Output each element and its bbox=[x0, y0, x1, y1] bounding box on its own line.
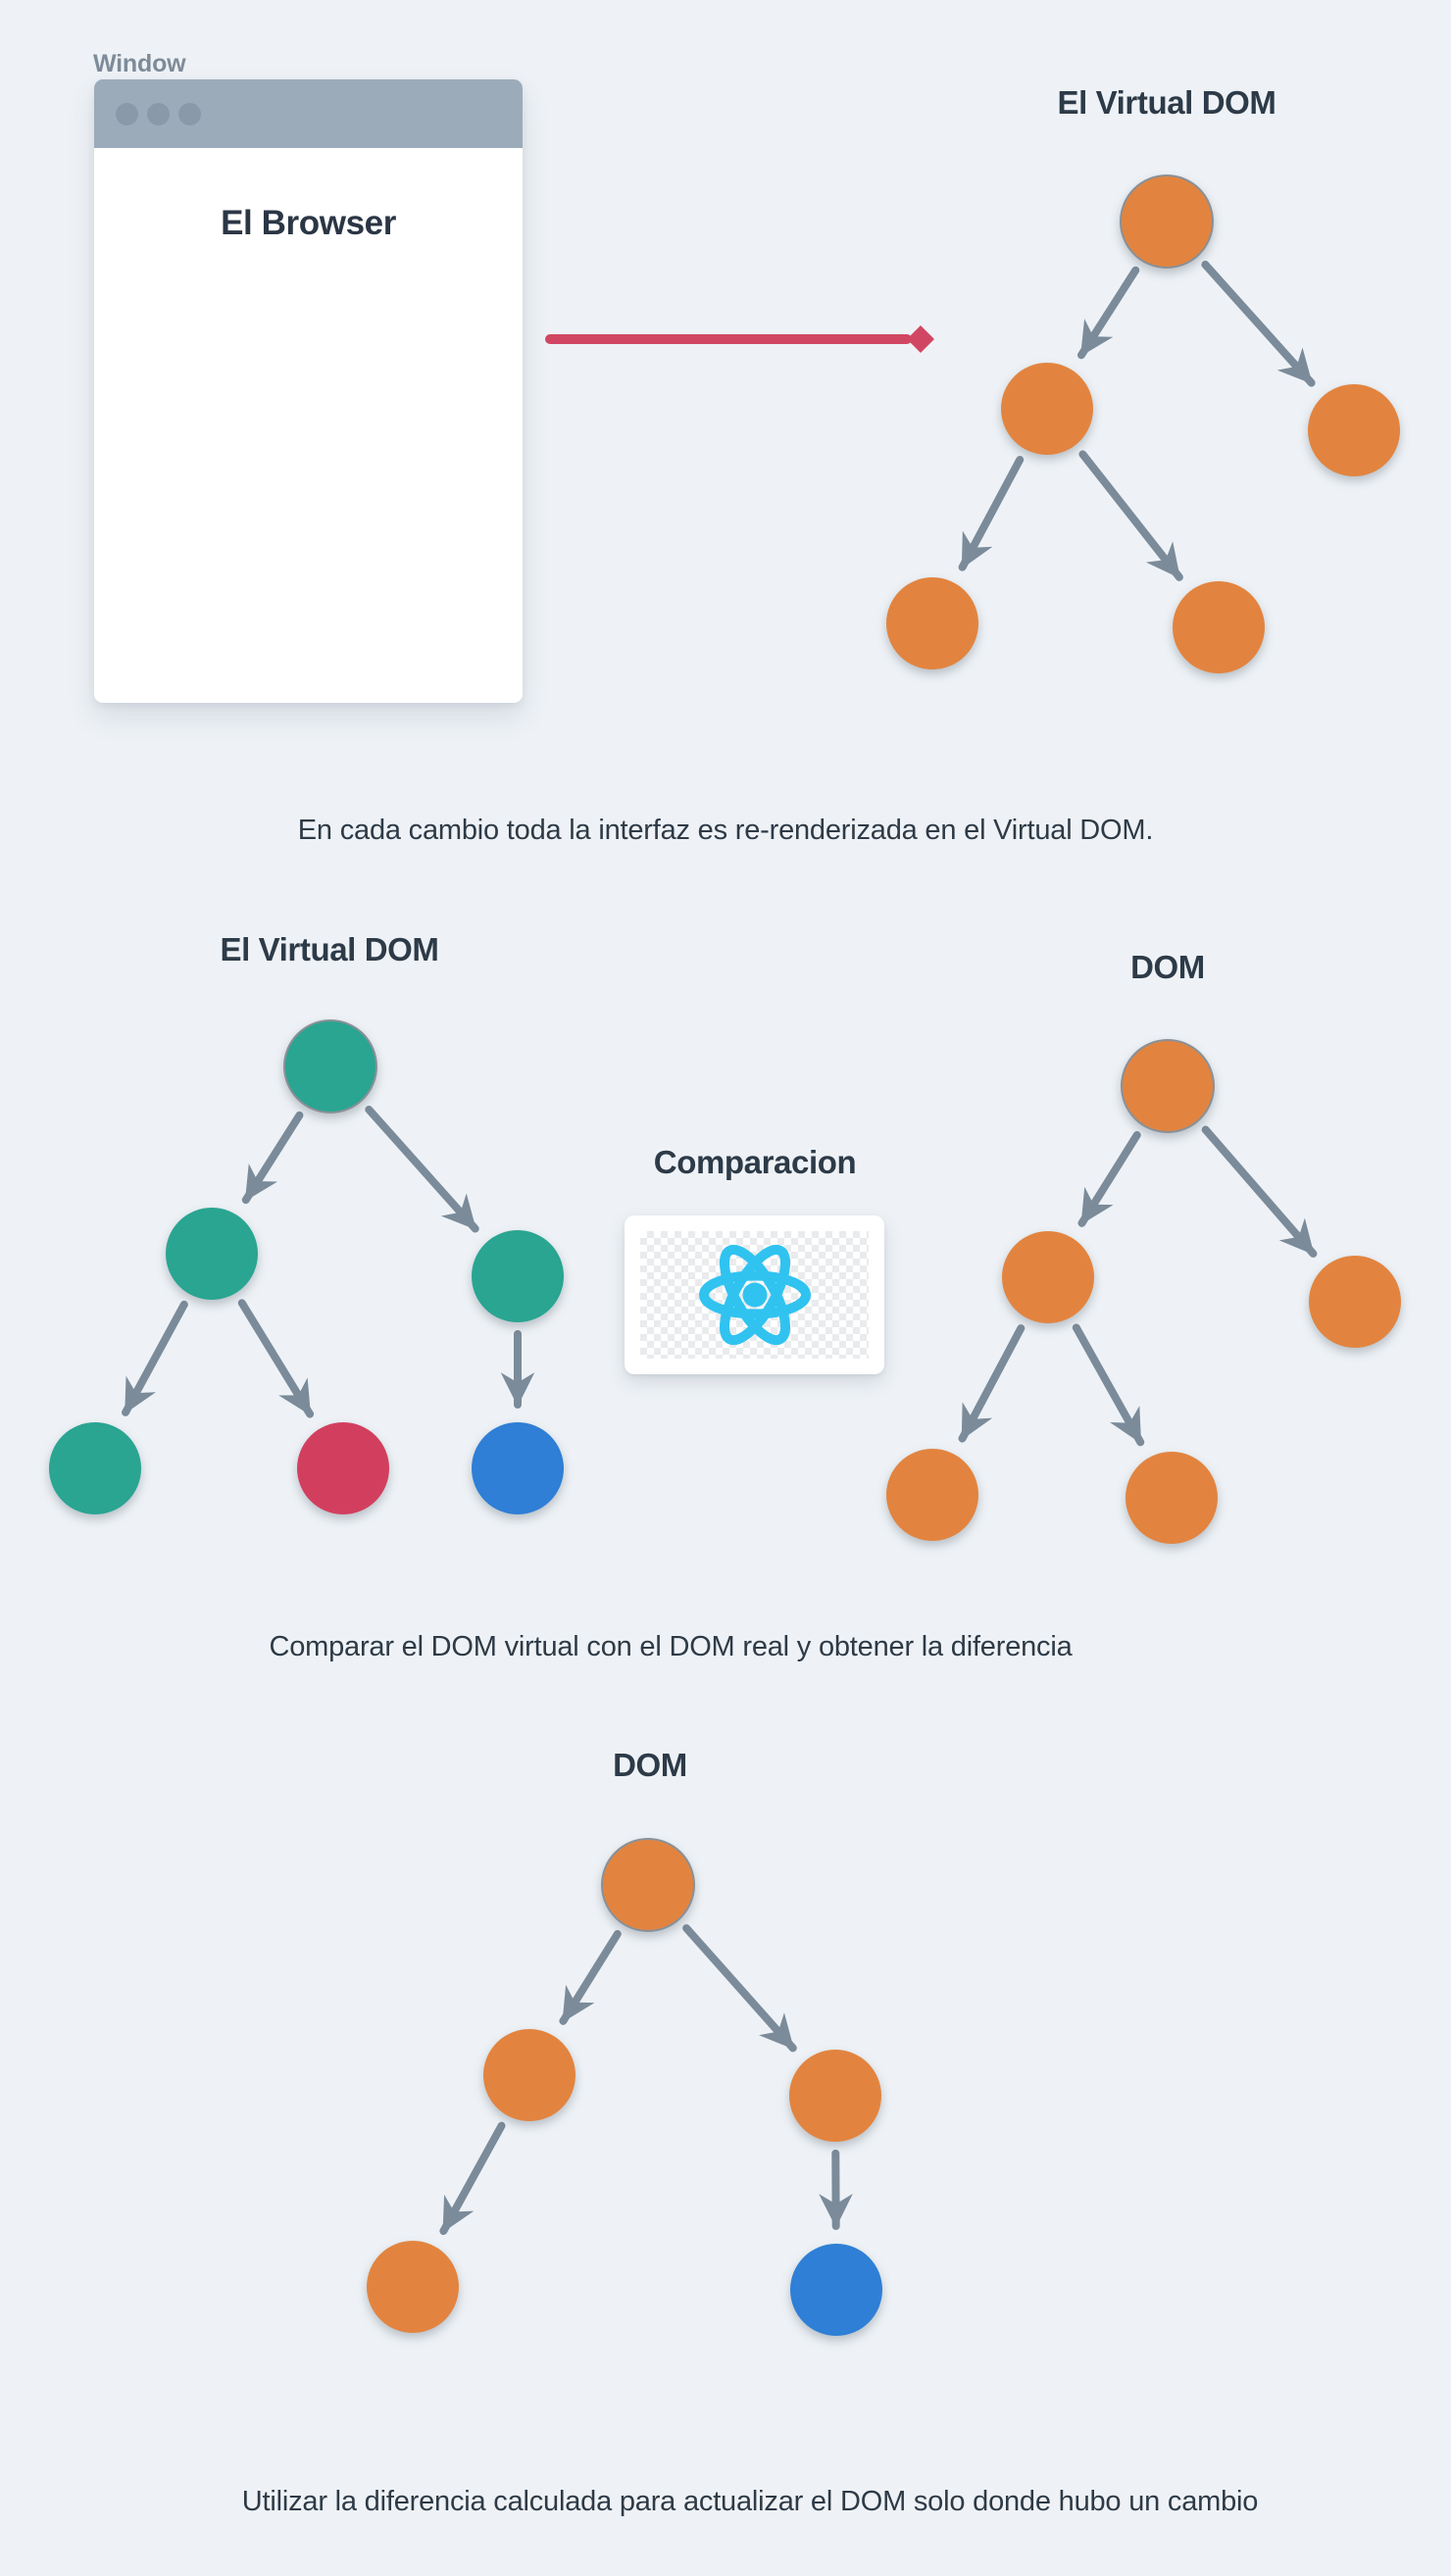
virtual-dom-tree-compare-node-B-teal bbox=[166, 1208, 258, 1300]
dom-tree-updated-node-E-blue bbox=[790, 2244, 882, 2336]
virtual-dom-tree-compare-edge-A-B bbox=[241, 1111, 304, 1205]
virtual-dom-title-top: El Virtual DOM bbox=[1057, 84, 1276, 121]
dom-tree-updated-node-A-orange bbox=[601, 1838, 695, 1932]
dom-tree-updated-edge-A-C bbox=[682, 1924, 797, 2053]
virtual-dom-tree-top-node-C-orange bbox=[1308, 384, 1400, 476]
virtual-dom-tree-compare-edge-B-E bbox=[237, 1299, 315, 1418]
window-control-dot bbox=[116, 102, 138, 125]
dom-tree-compare-edge-A-C bbox=[1201, 1125, 1318, 1258]
react-logo-icon bbox=[698, 1244, 811, 1346]
dom-tree-updated-node-C-orange bbox=[789, 2050, 881, 2142]
virtual-dom-tree-compare-node-A-teal bbox=[283, 1019, 377, 1114]
virtual-dom-tree-top-node-E-orange bbox=[1173, 581, 1265, 673]
virtual-dom-tree-top-edge-A-C bbox=[1201, 260, 1316, 387]
virtual-dom-tree-top-node-A-orange bbox=[1120, 174, 1214, 269]
virtual-dom-tree-compare-node-C-teal bbox=[472, 1230, 564, 1322]
dom-tree-compare-edge-A-B bbox=[1077, 1131, 1141, 1227]
transparency-checkerboard bbox=[640, 1231, 869, 1359]
virtual-dom-tree-top-node-B-orange bbox=[1001, 363, 1093, 455]
browser-title: El Browser bbox=[221, 204, 396, 242]
render-arrow-diamond-head bbox=[907, 325, 934, 353]
browser-titlebar bbox=[94, 79, 523, 148]
comparison-title: Comparacion bbox=[653, 1144, 857, 1180]
caption-rerender: En cada cambio toda la interfaz es re-re… bbox=[297, 815, 1154, 846]
virtual-dom-tree-top-edge-B-E bbox=[1078, 450, 1183, 581]
dom-tree-updated-node-D-orange bbox=[367, 2241, 459, 2333]
dom-tree-compare-node-D-orange bbox=[886, 1449, 978, 1541]
virtual-dom-tree-top-edge-B-D bbox=[958, 456, 1025, 571]
dom-tree-updated-node-B-orange bbox=[483, 2029, 575, 2121]
dom-tree-compare-node-E-orange bbox=[1126, 1452, 1218, 1544]
window-control-dot bbox=[147, 102, 170, 125]
dom-tree-updated-edge-B-D bbox=[439, 2121, 506, 2236]
virtual-dom-tree-compare-node-E-red bbox=[297, 1422, 389, 1514]
dom-tree-updated-edge-A-B bbox=[559, 1930, 622, 2025]
browser-window: El Browser bbox=[94, 79, 523, 703]
dom-title-updated: DOM bbox=[613, 1747, 687, 1783]
virtual-dom-tree-compare-edge-B-D bbox=[122, 1300, 188, 1416]
virtual-dom-tree-top-edge-A-B bbox=[1076, 266, 1140, 360]
dom-tree-compare-edge-B-D bbox=[958, 1324, 1026, 1443]
dom-tree-compare-node-A-orange bbox=[1121, 1039, 1215, 1133]
window-label: Window bbox=[93, 50, 186, 77]
virtual-dom-tree-compare-edge-A-C bbox=[365, 1106, 479, 1233]
dom-tree-compare-node-C-orange bbox=[1309, 1256, 1401, 1348]
caption-compare: Comparar el DOM virtual con el DOM real … bbox=[269, 1631, 1073, 1662]
caption-update: Utilizar la diferencia calculada para ac… bbox=[241, 2486, 1259, 2517]
virtual-dom-tree-compare-node-F-blue bbox=[472, 1422, 564, 1514]
virtual-dom-title-compare: El Virtual DOM bbox=[220, 931, 439, 967]
virtual-dom-tree-compare-node-D-teal bbox=[49, 1422, 141, 1514]
virtual-dom-tree-top-node-D-orange bbox=[886, 577, 978, 669]
dom-tree-compare-node-B-orange bbox=[1002, 1231, 1094, 1323]
dom-title-compare: DOM bbox=[1130, 949, 1205, 985]
dom-tree-compare-edge-B-E bbox=[1072, 1323, 1145, 1447]
window-control-dot bbox=[178, 102, 201, 125]
comparison-card bbox=[625, 1215, 884, 1374]
